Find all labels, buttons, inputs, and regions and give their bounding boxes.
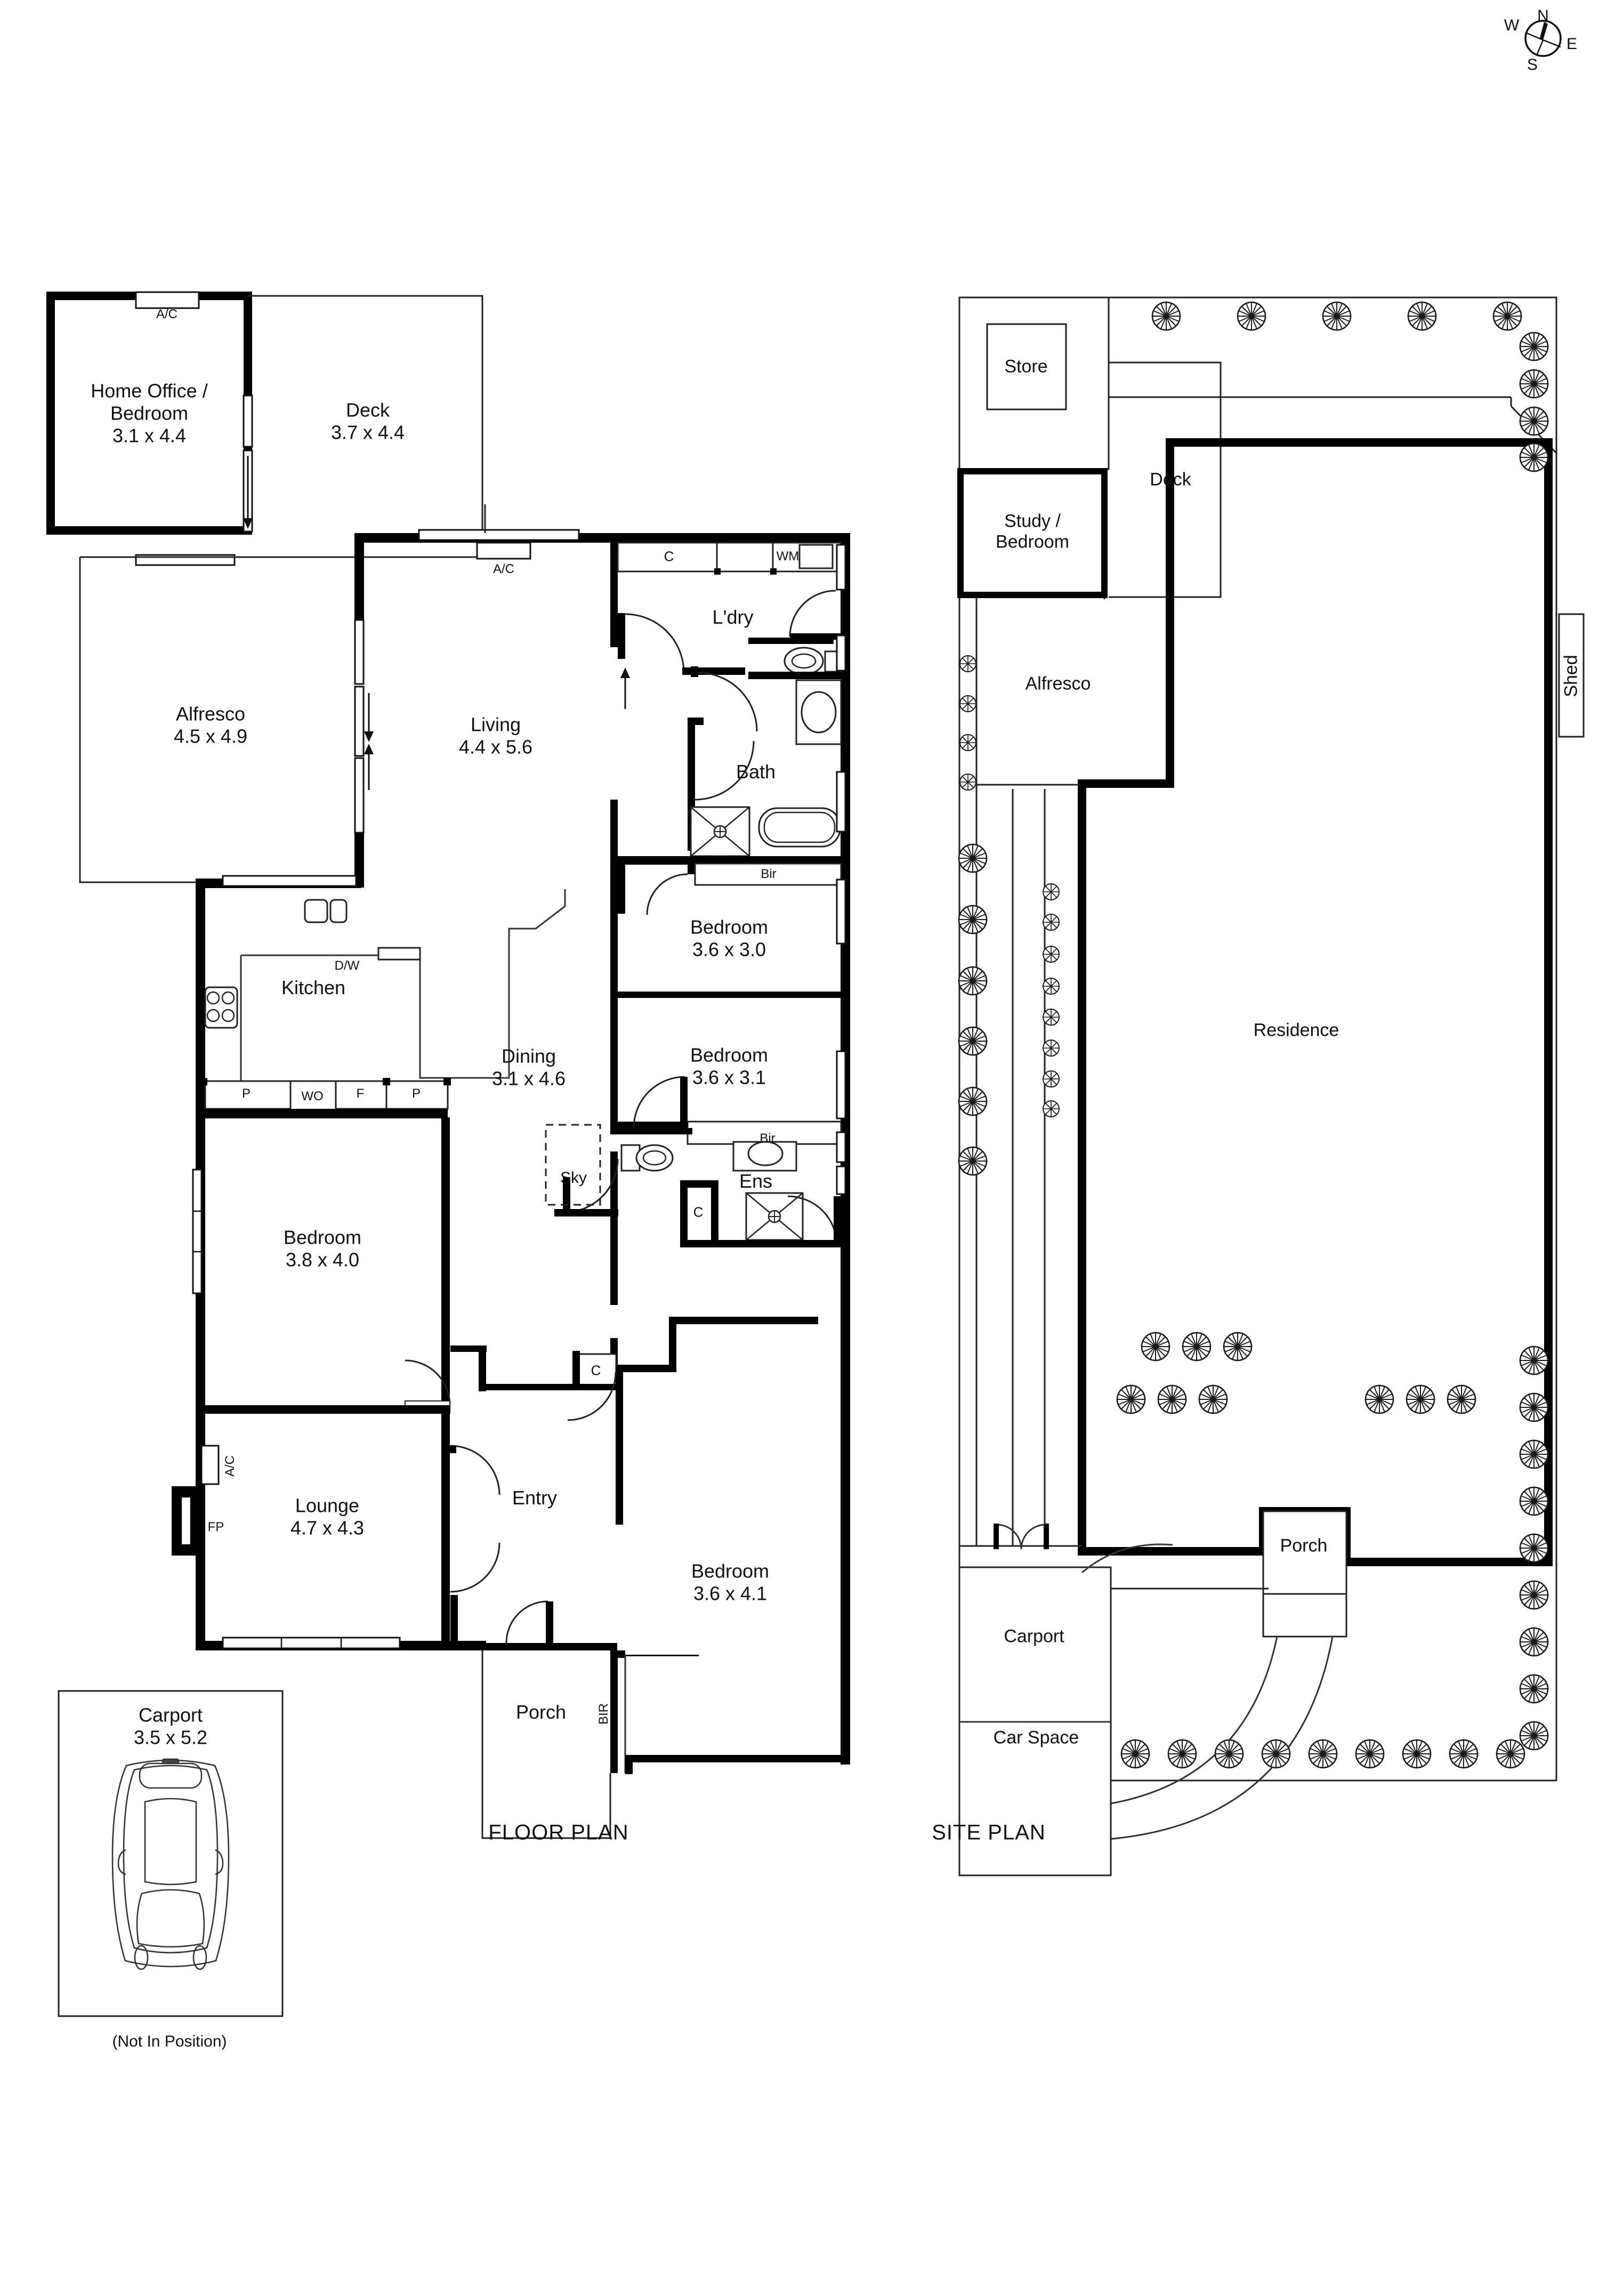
room-porch: Porch — [515, 1701, 567, 1723]
site-item-store: Store — [1004, 356, 1048, 377]
site-label-2: Bedroom — [996, 532, 1069, 552]
carport-inset-label: Carport 3.5 x 5.2 — [134, 1704, 207, 1749]
room-dimension: 3.1 x 4.4 — [112, 424, 187, 446]
site-item-car-space: Car Space — [993, 1727, 1079, 1748]
room-name: Bedroom — [690, 1044, 769, 1066]
cupboard-ens-label: C — [693, 1204, 704, 1220]
wall-oven-label: WO — [301, 1089, 324, 1103]
room-deck: Deck 3.7 x 4.4 — [331, 399, 405, 444]
room-lounge: Lounge 4.7 x 4.3 — [290, 1494, 364, 1539]
compass-rose-graphic — [1524, 20, 1562, 57]
room-alfresco: Alfresco 4.5 x 4.9 — [174, 703, 247, 747]
pantry-left-label: P — [241, 1086, 251, 1101]
room-dimension: 3.6 x 3.0 — [692, 938, 766, 960]
pantry-right-label: P — [411, 1086, 421, 1101]
bir-ens-label: Bir — [760, 1131, 776, 1146]
site-plan-title: SITE PLAN — [932, 1820, 1046, 1844]
room-bedroom-4: Bedroom 3.8 x 4.0 — [284, 1226, 361, 1271]
carport-dimension: 3.5 x 5.2 — [133, 1726, 208, 1748]
room-name: Bedroom — [690, 916, 769, 938]
room-bedroom-3: Bedroom 3.6 x 3.1 — [690, 1044, 768, 1089]
washing-machine-label: WM — [776, 549, 800, 563]
site-item-residence: Residence — [1253, 1020, 1339, 1041]
floor-plan-graphic — [46, 291, 850, 1839]
room-dimension: 4.5 x 4.9 — [173, 725, 248, 747]
room-dimension: 4.7 x 4.3 — [290, 1517, 365, 1538]
room-name: Home Office / — [91, 380, 208, 402]
room-laundry: L'dry — [712, 606, 754, 629]
carport-name: Carport — [138, 1704, 203, 1726]
site-item-carport: Carport — [1004, 1626, 1064, 1647]
room-name: Bedroom — [691, 1560, 770, 1582]
site-item-shed: Shed — [1561, 655, 1581, 697]
room-name: Living — [470, 713, 521, 736]
cupboard-laundry-label: C — [664, 548, 674, 565]
room-bath: Bath — [736, 761, 776, 783]
site-item-study-bedroom: Study / Bedroom — [996, 511, 1069, 553]
room-dimension: 3.8 x 4.0 — [285, 1248, 360, 1270]
dishwasher-label: D/W — [334, 958, 360, 973]
room-name: Deck — [345, 399, 390, 421]
bir-bath-label: Bir — [761, 867, 777, 881]
fireplace-label: FP — [207, 1520, 224, 1534]
bir-entry-label: BIR — [596, 1703, 611, 1725]
compass-south-label: S — [1527, 56, 1538, 74]
ac-office-label: A/C — [156, 307, 178, 321]
room-dimension: 3.1 x 4.6 — [491, 1067, 566, 1089]
room-name: Dining — [501, 1045, 556, 1067]
compass-west-label: W — [1504, 17, 1520, 34]
room-master-bedroom: Bedroom 3.6 x 4.1 — [691, 1560, 769, 1605]
room-ensuite: Ens — [739, 1170, 773, 1193]
room-home-office-bedroom: Home Office / Bedroom 3.1 x 4.4 — [91, 380, 207, 446]
site-plan-graphic — [957, 296, 1585, 1876]
room-bedroom-2: Bedroom 3.6 x 3.0 — [690, 916, 768, 961]
room-dining: Dining 3.1 x 4.6 — [492, 1045, 566, 1090]
compass-east-label: E — [1566, 35, 1578, 53]
room-living: Living 4.4 x 5.6 — [459, 713, 532, 758]
room-kitchen: Kitchen — [281, 977, 346, 999]
room-name-2: Bedroom — [110, 402, 189, 424]
room-dimension: 3.7 x 4.4 — [330, 421, 405, 443]
room-entry: Entry — [512, 1487, 558, 1509]
site-item-alfresco: Alfresco — [1025, 673, 1091, 694]
site-label: Study / — [1004, 511, 1061, 531]
fridge-label: F — [356, 1086, 365, 1101]
room-dimension: 4.4 x 5.6 — [458, 736, 533, 758]
room-name: Bedroom — [283, 1226, 362, 1248]
compass-north-label: N — [1537, 7, 1549, 25]
carport-inset-graphic — [58, 1690, 284, 2017]
carport-note: (Not In Position) — [112, 2033, 227, 2050]
site-item-porch: Porch — [1280, 1535, 1328, 1556]
cupboard-hall-label: C — [591, 1362, 601, 1379]
skylight-label: Sky — [560, 1169, 587, 1187]
ac-lounge-label: A/C — [223, 1455, 237, 1477]
room-name: Lounge — [295, 1494, 360, 1517]
room-name: Alfresco — [175, 703, 246, 725]
room-dimension: 3.6 x 3.1 — [692, 1066, 766, 1088]
room-dimension: 3.6 x 4.1 — [693, 1582, 768, 1604]
ac-living-label: A/C — [492, 562, 515, 576]
floor-plan-title: FLOOR PLAN — [488, 1820, 629, 1844]
site-item-deck: Deck — [1150, 469, 1191, 490]
